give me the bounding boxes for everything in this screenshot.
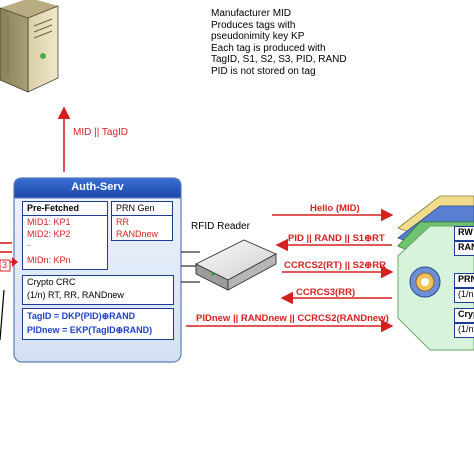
tagid-formula: TagID = DKP(PID)⊕RAND <box>27 311 136 321</box>
left-edge-arrows <box>0 242 18 341</box>
tag-cell: PRN <box>454 273 474 288</box>
message-ccrc-rt: CCRCS2(RT) || S2⊕RR <box>284 260 386 271</box>
crypto-crc-line: (1/n) RT, RR, RANDnew <box>27 290 124 300</box>
note-line: pseudonimity key KP <box>211 31 305 43</box>
rfid-reader-icon <box>194 239 278 291</box>
tag-cell: (1/n <box>454 288 474 303</box>
message-hello: Hello (MID) <box>310 203 360 214</box>
auth-serv-title: Auth-Serv <box>71 181 124 193</box>
message-ccrc-rr: CCRCS3(RR) <box>296 287 356 298</box>
note-line: Manufacturer MID <box>211 8 292 19</box>
prn-gen-item: RANDnew <box>116 229 159 239</box>
note-line: TagID, S1, S2, S3, PID, RAND <box>211 54 347 66</box>
tag-cell-label: PRN <box>458 274 474 284</box>
prefetched-item: MID1: KP1 <box>27 217 71 227</box>
message-pid-rand: PID || RAND || S1⊕RT <box>288 233 385 244</box>
prefetched-item: MID2: KP2 <box>27 229 71 239</box>
prefetched-cell: Pre-Fetched MID1: KP1 MID2: KP2 .. MIDn:… <box>22 201 108 270</box>
tag-cell: RW <box>454 226 474 241</box>
crypto-crc-title: Crypto CRC <box>27 277 76 287</box>
note-line: Produces tags with <box>211 19 296 31</box>
tag-cell: RAN <box>454 241 474 256</box>
tag-cell-label: RW <box>458 227 473 237</box>
pidnew-formula: PIDnew = EKP(TagID⊕RAND) <box>27 325 153 335</box>
prn-gen-cell: PRN Gen RR RANDnew <box>111 201 173 241</box>
mid-link-label: MID || TagID <box>73 127 129 138</box>
note-line: Each tag is produced with <box>211 42 326 54</box>
prn-gen-item: RR <box>116 217 129 227</box>
note-line: PID is not stored on tag <box>211 65 316 77</box>
rfid-reader-label: RFID Reader <box>191 221 250 232</box>
prefetched-item: .. <box>27 241 31 248</box>
tag-cell-label: Cryp <box>458 309 474 319</box>
prn-gen-title: PRN Gen <box>116 203 155 213</box>
tag-cell-label: (1/n <box>458 324 474 334</box>
formula-cell: TagID = DKP(PID)⊕RAND PIDnew = EKP(TagID… <box>22 308 174 340</box>
left-marker: 3 <box>2 260 8 270</box>
message-pidnew: PIDnew || RANDnew || CCRCS2(RANDnew) <box>196 313 389 324</box>
crypto-crc-cell: Crypto CRC (1/n) RT, RR, RANDnew <box>22 275 174 305</box>
manufacturer-note: Manufacturer MID Produces tags with pseu… <box>211 8 347 78</box>
tag-cell-label: RAN <box>458 242 474 252</box>
message-arrows <box>186 208 394 333</box>
tag-cell-label: (1/n <box>458 289 474 299</box>
prefetched-title: Pre-Fetched <box>27 203 80 213</box>
tag-cell: (1/n <box>454 323 474 338</box>
tag-cell: Cryp <box>454 308 474 323</box>
prefetched-item: MIDn: KPn <box>27 255 71 265</box>
server-icon <box>0 0 59 93</box>
